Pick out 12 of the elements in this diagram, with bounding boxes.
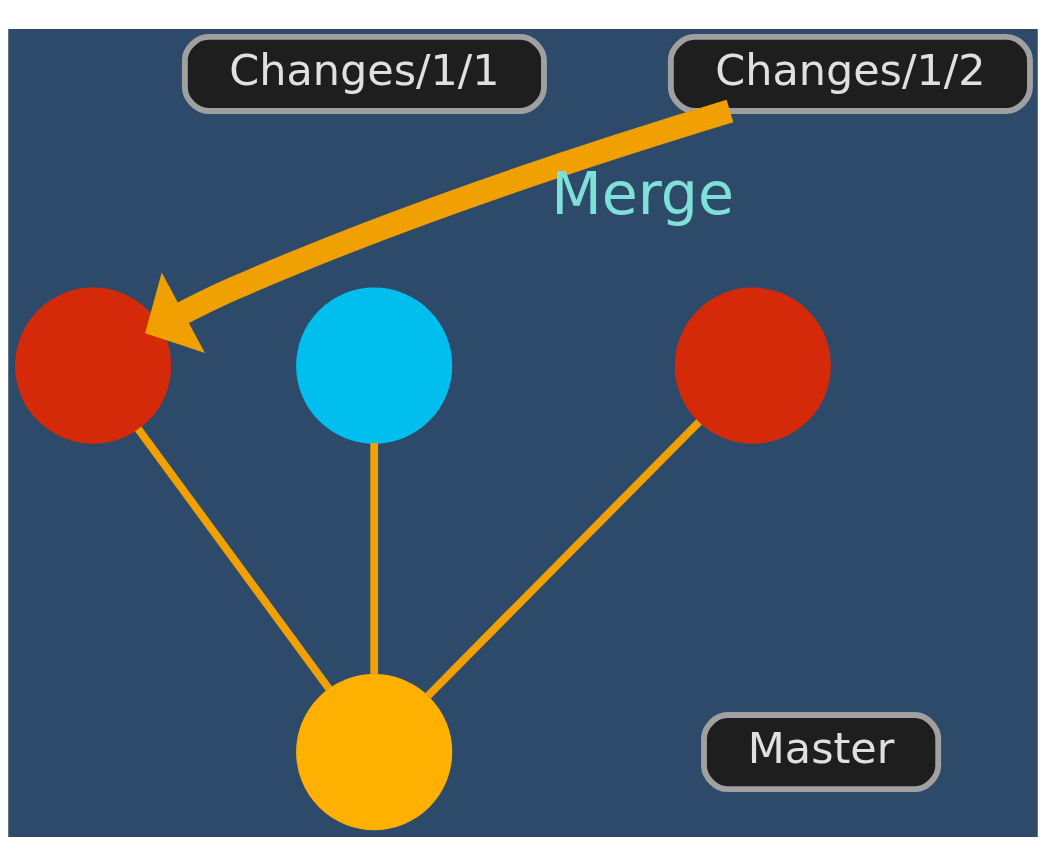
arrow	[145, 99, 734, 353]
node-circle	[674, 287, 831, 444]
node-box: Changes/1/2	[667, 33, 1033, 114]
node-circle	[296, 287, 453, 444]
connector	[424, 418, 702, 699]
edge-label: Merge	[551, 159, 734, 228]
connector	[135, 426, 333, 691]
node-box: Changes/1/1	[181, 33, 547, 114]
node-circle	[296, 673, 453, 830]
node-box: Master	[701, 711, 942, 792]
node-circle	[15, 287, 172, 444]
connector	[370, 442, 379, 675]
